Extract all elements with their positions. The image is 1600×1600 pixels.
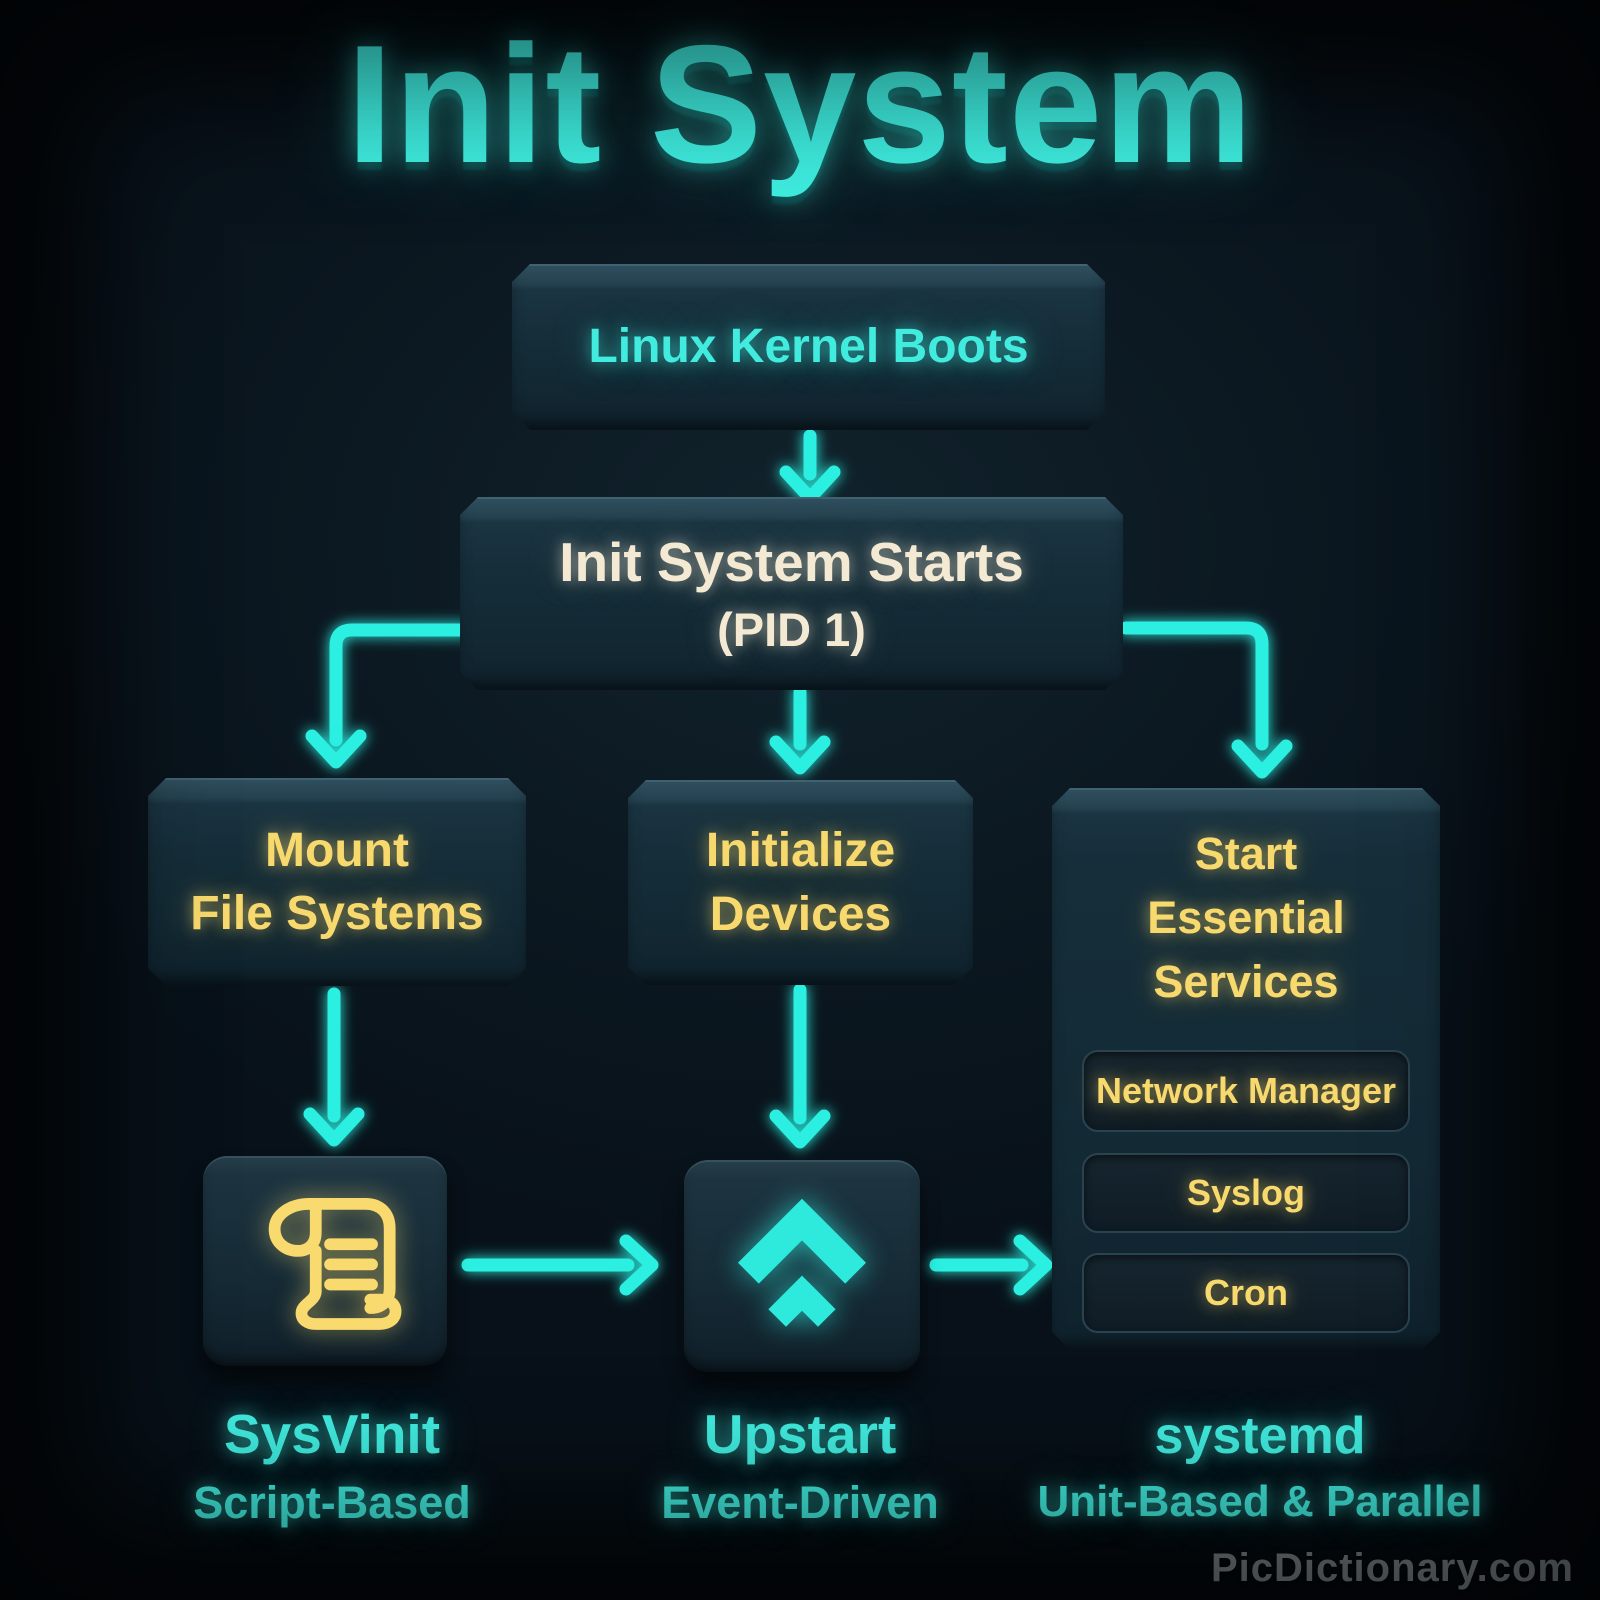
system-subtitle: Script-Based [193, 1476, 471, 1528]
system-name: SysVinit [223, 1403, 441, 1465]
arrow-kernel-to-init [779, 429, 841, 505]
service-item-label: Network Manager [1095, 1070, 1397, 1111]
arrow-mount-to-sysvinit [303, 987, 365, 1147]
node-mount-file-systems-label: Mount File Systems [190, 823, 484, 940]
node-linux-kernel-boots: Linux Kernel Boots [512, 264, 1105, 430]
arrow-sysvinit-to-upstart [461, 1234, 659, 1296]
node-initialize-devices: Initialize Devices [628, 780, 973, 985]
node-init-system-starts: Init System Starts (PID 1) [460, 497, 1123, 690]
label-systemd: systemd Unit-Based & Parallel [1015, 1407, 1505, 1527]
label-upstart: Upstart Event-Driven [570, 1404, 1030, 1529]
node-init-system-starts-label: Init System Starts [559, 531, 1024, 593]
page-title: Init System [346, 10, 1254, 198]
service-item-network-manager: Network Manager [1082, 1050, 1410, 1132]
system-subtitle: Event-Driven [661, 1476, 939, 1528]
label-sysvinit: SysVinit Script-Based [102, 1404, 562, 1529]
scroll-icon [268, 1198, 402, 1330]
service-item-label: Cron [1204, 1272, 1288, 1313]
node-start-essential-services-label: Start Essential Services [1147, 828, 1345, 1007]
system-name: Upstart [703, 1403, 897, 1465]
arrow-init-to-mount [305, 623, 473, 769]
node-initialize-devices-label: Initialize Devices [705, 824, 896, 941]
arrow-devices-to-upstart [769, 983, 831, 1149]
system-subtitle: Unit-Based & Parallel [1037, 1477, 1483, 1527]
upstart-chevrons-icon [738, 1198, 866, 1327]
service-item-syslog: Syslog [1082, 1153, 1410, 1233]
arrow-init-to-services [1119, 621, 1293, 779]
node-mount-file-systems: Mount File Systems [148, 778, 526, 986]
watermark: PicDictionary.com [1210, 1546, 1574, 1590]
node-upstart-tile [684, 1160, 920, 1372]
system-name: systemd [1154, 1407, 1366, 1465]
node-sysvinit-tile [203, 1156, 447, 1366]
node-start-essential-services: Start Essential Services Network Manager… [1052, 788, 1440, 1350]
arrow-upstart-to-systemd [929, 1234, 1053, 1296]
node-init-system-starts-pid: (PID 1) [717, 603, 866, 656]
service-item-label: Syslog [1186, 1172, 1306, 1213]
service-item-cron: Cron [1082, 1253, 1410, 1333]
arrow-init-to-devices [769, 685, 831, 775]
node-linux-kernel-boots-label: Linux Kernel Boots [588, 320, 1029, 374]
